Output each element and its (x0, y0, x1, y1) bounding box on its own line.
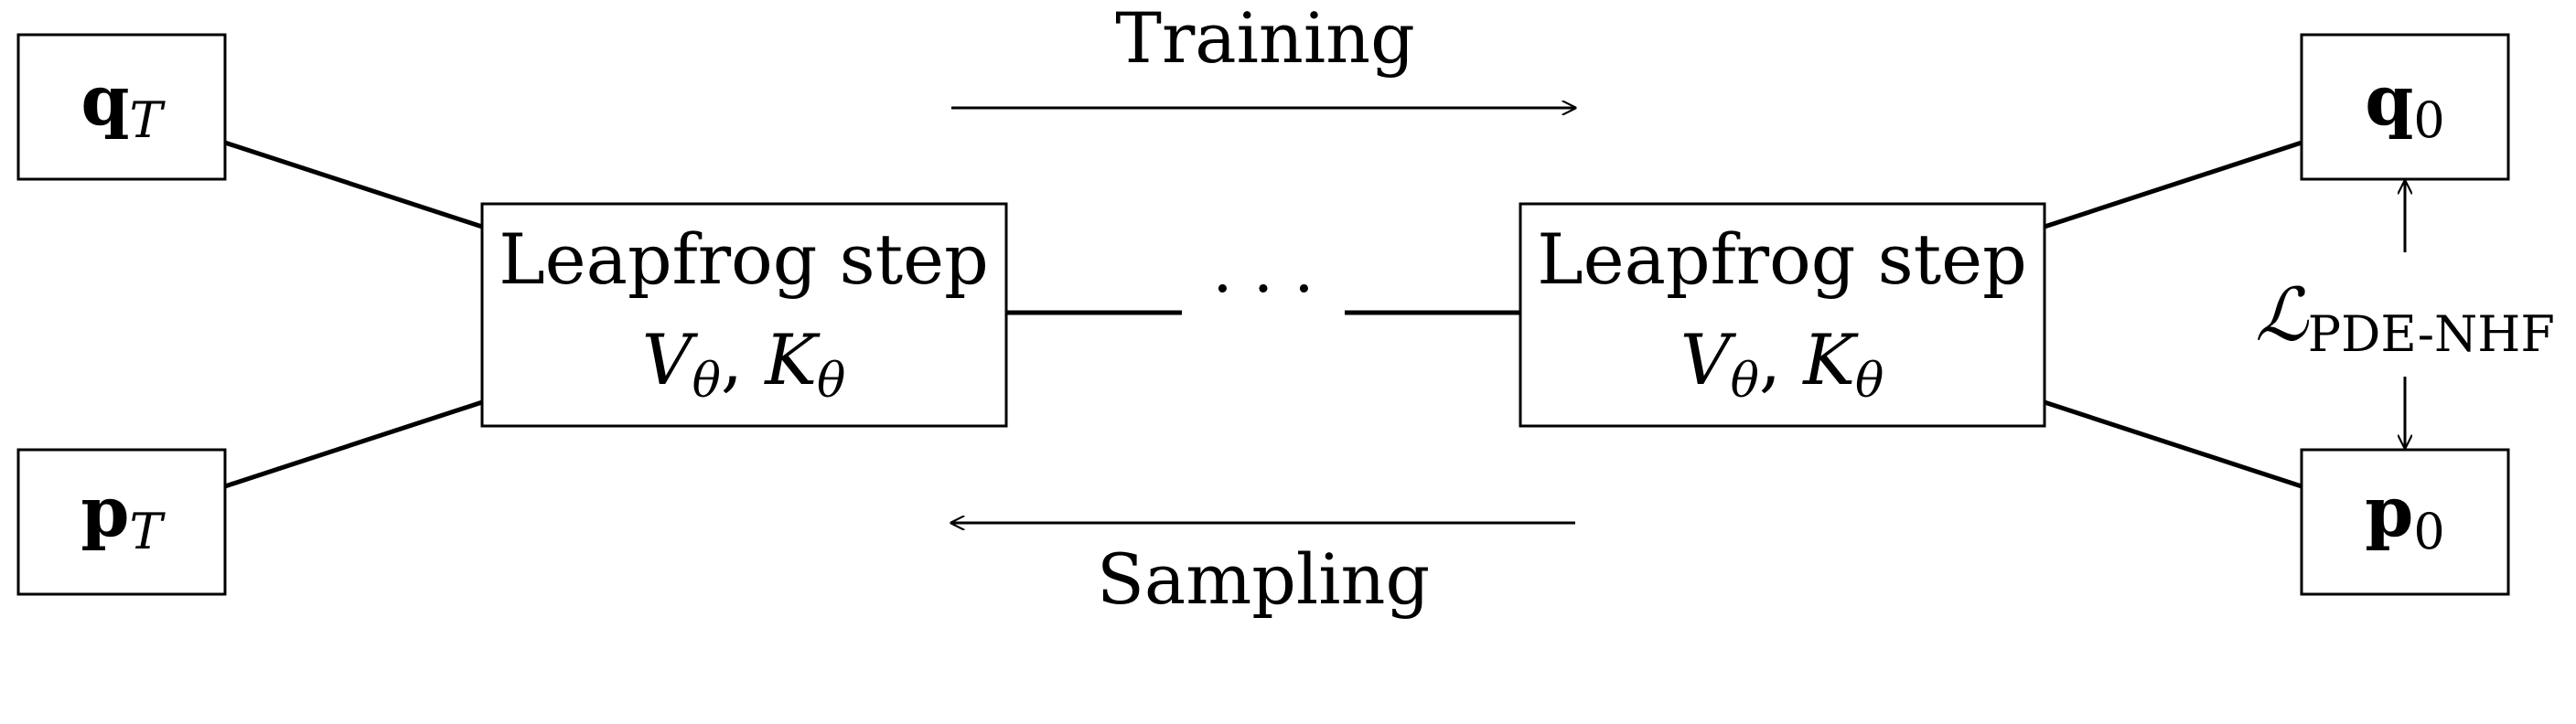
svg-text:ℒPDE-NHF: ℒPDE-NHF (2255, 272, 2555, 363)
training-arrow: Training (951, 0, 1575, 108)
line-step2-to-p0 (2044, 399, 2302, 489)
qT-sub: T (130, 91, 166, 149)
p0-sub: 0 (2413, 503, 2444, 560)
q0-base: q (2365, 59, 2413, 141)
training-label: Training (1115, 0, 1415, 79)
qT-base: q (80, 59, 129, 141)
pT-sub: T (130, 503, 166, 560)
svg-text:p0: p0 (2365, 471, 2445, 560)
pT-base: p (80, 471, 129, 552)
step2-param-k: K (1801, 319, 1859, 400)
line-pT-to-step1 (224, 399, 483, 489)
step1-param-k-sub: θ (817, 354, 845, 409)
step1-param-k: K (763, 319, 821, 400)
sampling-arrow: Sampling (951, 523, 1575, 620)
svg-text:Vθ, Kθ: Vθ, Kθ (1680, 319, 1884, 409)
connector-lines (224, 140, 2302, 489)
p0-base: p (2365, 471, 2413, 552)
svg-text:pT: pT (80, 471, 166, 560)
step2-title: Leapfrog step (1537, 218, 2027, 300)
loss-symbol: ℒ (2255, 272, 2309, 357)
leapfrog-step-2: Leapfrog step Vθ, Kθ (1519, 202, 2046, 428)
loss-indicator: ℒPDE-NHF (2255, 181, 2555, 448)
input-qT-box: qT (16, 33, 227, 181)
step1-param-v-sub: θ (692, 354, 721, 409)
line-step2-to-q0 (2044, 140, 2302, 229)
step2-param-k-sub: θ (1855, 354, 1884, 409)
sampling-label: Sampling (1097, 538, 1430, 620)
output-p0-box: p0 (2300, 448, 2510, 596)
svg-text:q0: q0 (2365, 59, 2445, 149)
input-pT-box: pT (16, 448, 227, 596)
output-q0-box: q0 (2300, 33, 2510, 181)
step1-param-v: V (642, 319, 699, 400)
svg-text:qT: qT (80, 59, 166, 149)
loss-subscript: PDE-NHF (2308, 305, 2555, 363)
q0-sub: 0 (2413, 91, 2444, 149)
step2-param-v: V (1680, 319, 1737, 400)
svg-text:Vθ, Kθ: Vθ, Kθ (642, 319, 846, 409)
step1-title: Leapfrog step (499, 218, 989, 300)
leapfrog-step-1: Leapfrog step Vθ, Kθ (480, 202, 1008, 428)
ellipsis: · · · (1212, 251, 1314, 326)
step2-param-v-sub: θ (1731, 354, 1759, 409)
line-qT-to-step1 (224, 140, 483, 229)
